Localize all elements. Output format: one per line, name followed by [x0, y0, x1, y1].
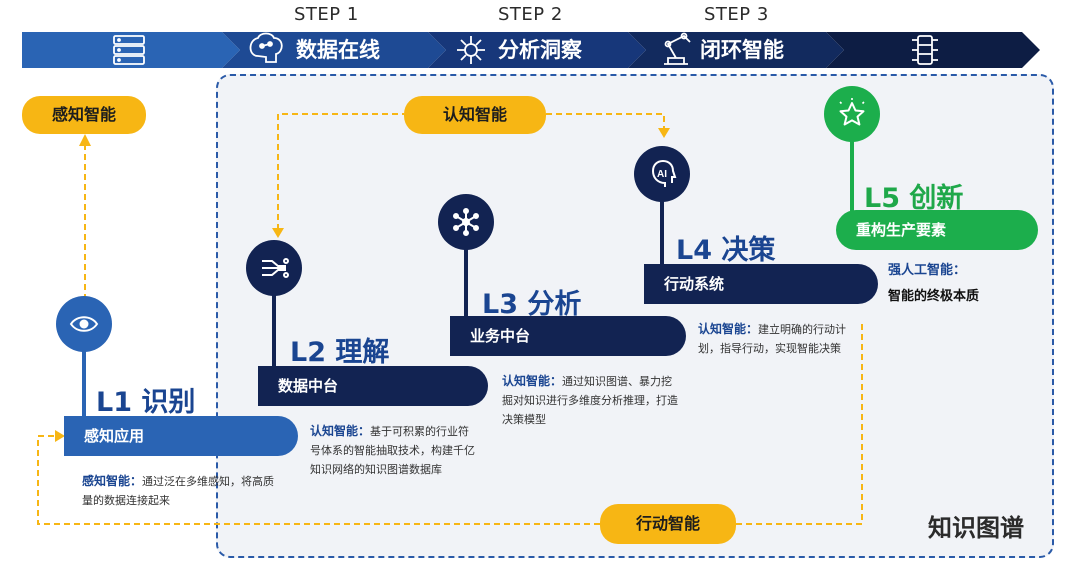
- l4-level-title: L4 决策: [676, 235, 776, 266]
- step-3-label: STEP 3: [704, 4, 769, 25]
- l1-level-title: L1 识别: [96, 387, 196, 418]
- l1-description-line1: 通过泛在多维感知，将高质: [142, 475, 275, 488]
- l2-level-title: L2 理解: [290, 337, 390, 368]
- l2-bar: 数据中台: [258, 366, 488, 406]
- l3-bar: 业务中台: [450, 316, 686, 356]
- brain-icon: [249, 32, 283, 63]
- l3-description: 认知智能：通过知识图谱、暴力挖 掘对知识进行多维度分析推理，打造 决策模型: [502, 372, 698, 429]
- l1-description-tag: 感知智能：: [82, 474, 143, 488]
- eye-icon: [69, 316, 99, 332]
- cognition-intelligence-pill: 认知智能: [404, 96, 546, 134]
- l2-description-line1: 基于可积累的行业符: [370, 425, 470, 438]
- l2-description-line2: 号体系的智能抽取技术，构建千亿: [310, 444, 475, 457]
- circuit-icon: [262, 258, 289, 278]
- star-icon: [839, 98, 865, 126]
- l3-description-tag: 认知智能：: [502, 374, 563, 388]
- band-data-online: 数据在线: [296, 38, 380, 62]
- svg-text:AI: AI: [657, 169, 667, 180]
- server-icon: [113, 35, 145, 65]
- l2-description-line3: 知识网络的知识图谱数据库: [310, 463, 442, 476]
- ai-head-icon: AI: [651, 159, 677, 187]
- l2-stem: [272, 290, 276, 370]
- l5-bar: 重构生产要素: [836, 210, 1038, 250]
- l2-description-tag: 认知智能：: [310, 424, 371, 438]
- l1-description-line2: 量的数据连接起来: [82, 494, 170, 507]
- step-2-label: STEP 2: [498, 4, 563, 25]
- l4-description-tag: 认知智能：: [698, 322, 759, 336]
- watermark: 知识图谱: [928, 514, 1024, 542]
- l4-stem: [660, 196, 664, 268]
- network-icon: [457, 36, 485, 64]
- robot-arm-icon: [664, 32, 691, 65]
- l4-bar: 行动系统: [644, 264, 878, 304]
- l3-level-title: L3 分析: [482, 289, 582, 320]
- l5-star-circle: [824, 86, 880, 142]
- l3-molecule-circle: [438, 194, 494, 250]
- perception-intelligence-pill: 感知智能: [22, 96, 146, 134]
- action-intelligence-pill: 行动智能: [600, 504, 736, 544]
- l3-description-line1: 通过知识图谱、暴力挖: [562, 375, 673, 388]
- step-chevron-band: [22, 32, 1040, 68]
- database-icon: [912, 35, 938, 65]
- l5-description-line1: 智能的终极本质: [888, 289, 980, 304]
- molecule-icon: [453, 208, 479, 236]
- l1-stem: [82, 340, 86, 418]
- band-analysis-insight: 分析洞察: [498, 38, 582, 62]
- l2-circuit-circle: [246, 240, 302, 296]
- l5-level-title: L5 创新: [864, 183, 964, 214]
- l4-ai-circle: AI: [634, 146, 690, 202]
- l5-description-tag: 强人工智能：: [888, 263, 967, 278]
- l3-description-line2: 掘对知识进行多维度分析推理，打造: [502, 394, 678, 407]
- l1-bar: 感知应用: [64, 416, 298, 456]
- l4-description-line1: 建立明确的行动计: [758, 323, 847, 336]
- band-closed-loop: 闭环智能: [700, 38, 784, 62]
- l2-description: 认知智能：基于可积累的行业符 号体系的智能抽取技术，构建千亿 知识网络的知识图谱…: [310, 422, 500, 479]
- step-1-label: STEP 1: [294, 4, 359, 25]
- l3-description-line3: 决策模型: [502, 413, 546, 426]
- l5-stem: [850, 136, 854, 214]
- l1-eye-circle: [56, 296, 112, 352]
- l5-description: 强人工智能： 智能的终极本质: [888, 258, 1038, 310]
- l4-description: 认知智能：建立明确的行动计 划，指导行动，实现智能决策: [698, 320, 858, 358]
- l1-description: 感知智能：通过泛在多维感知，将高质 量的数据连接起来: [82, 472, 292, 510]
- l4-description-line2: 划，指导行动，实现智能决策: [698, 342, 841, 355]
- l3-stem: [464, 244, 468, 320]
